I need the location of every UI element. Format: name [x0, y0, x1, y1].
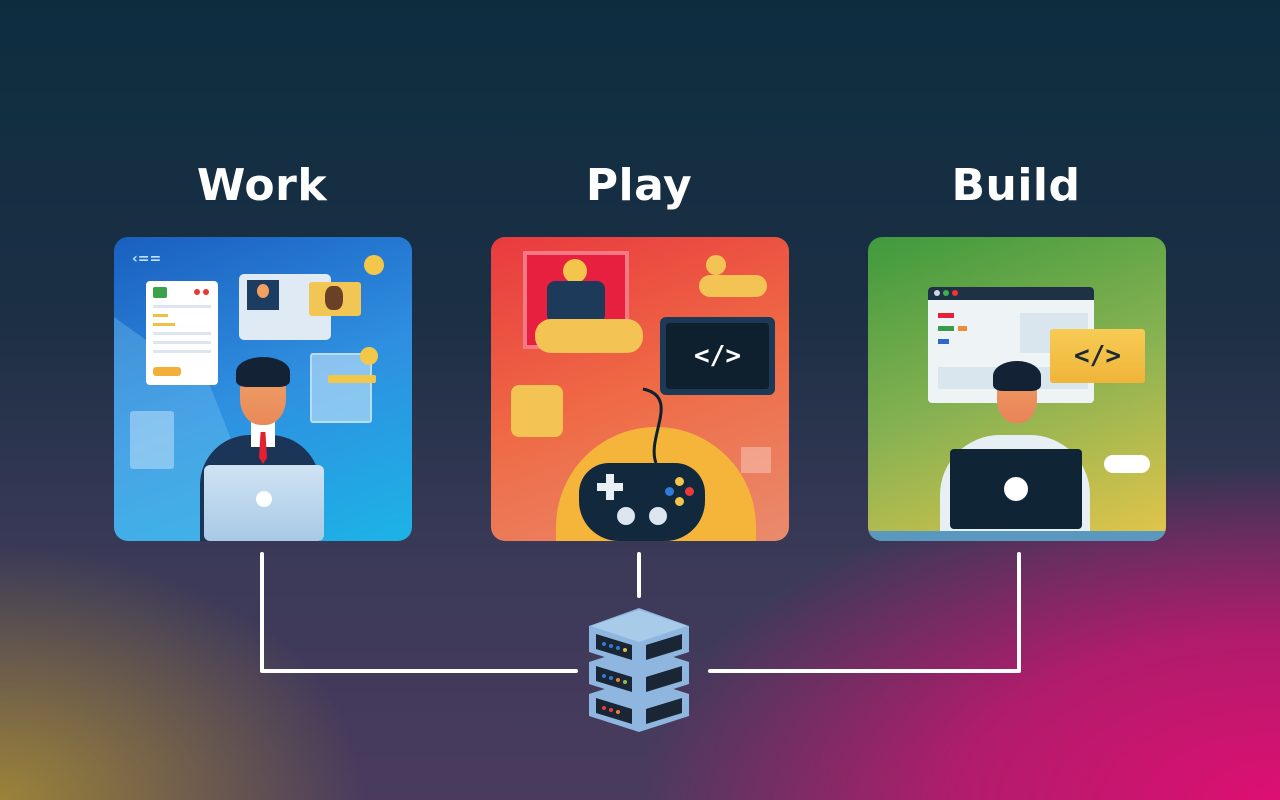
back-arrow-icon: ‹== — [132, 251, 162, 267]
sun-icon — [706, 255, 726, 275]
highlight-bar — [328, 375, 376, 383]
code-badge: </> — [1050, 329, 1145, 383]
form-panel — [146, 281, 218, 385]
cloud-icon — [1104, 455, 1150, 473]
connector-build-horizontal — [708, 669, 1021, 673]
code-tag-icon: </> — [666, 323, 769, 389]
server-stack-icon — [589, 608, 689, 732]
gamepad-icon — [579, 463, 705, 541]
note-panel — [310, 353, 372, 423]
avatar-head — [563, 259, 587, 283]
avatar-body — [547, 281, 605, 323]
video-call-card — [309, 282, 361, 316]
connector-work-horizontal — [260, 669, 578, 673]
decor-square — [741, 447, 771, 473]
hair — [236, 357, 290, 387]
card-base — [868, 531, 1166, 541]
document-icon — [130, 411, 174, 469]
code-tag-icon: </> — [1074, 341, 1121, 371]
card-build: </> — [868, 237, 1166, 541]
notification-bell-icon — [364, 255, 384, 275]
code-screen: </> — [660, 317, 775, 395]
title-play: Play — [585, 160, 693, 211]
title-build: Build — [951, 160, 1081, 211]
cloud-icon — [699, 275, 767, 297]
card-work: ‹== — [114, 237, 412, 541]
tile-icon — [511, 385, 563, 437]
coin-icon — [360, 347, 378, 365]
card-play: </> — [491, 237, 789, 541]
laptop-icon — [950, 449, 1082, 529]
browser-window — [928, 287, 1094, 403]
connector-build-vertical — [1017, 552, 1021, 672]
tie — [259, 432, 267, 464]
connector-play-vertical — [637, 552, 641, 598]
laptop-icon — [204, 465, 324, 541]
title-work: Work — [196, 160, 328, 211]
cloud-shape — [535, 319, 643, 353]
connector-work-vertical — [260, 552, 264, 672]
hair — [993, 361, 1041, 391]
cable-icon — [642, 387, 663, 464]
